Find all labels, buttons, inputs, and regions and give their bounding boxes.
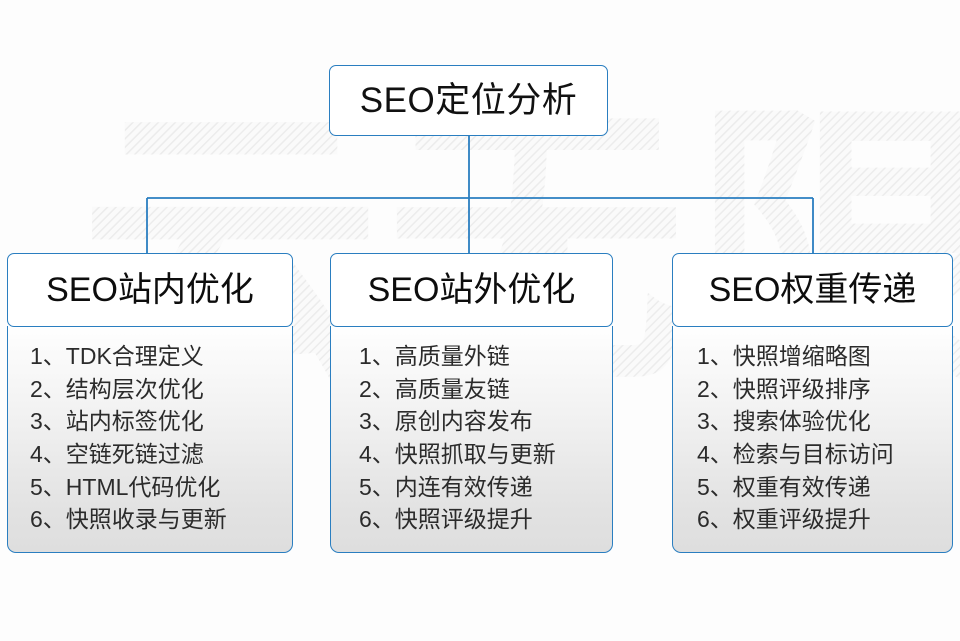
list-item: 1、TDK合理定义 [30,343,204,369]
list-item: 4、快照抓取与更新 [359,440,556,467]
list-item: 5、HTML代码优化 [30,473,221,500]
column-header-label: SEO站外优化 [367,271,576,309]
list-item: 1、高质量外链 [359,343,510,369]
list-item: 4、检索与目标访问 [697,440,894,467]
list-item: 6、快照评级提升 [359,506,533,533]
column-seo-offsite: SEO站外优化 1、高质量外链 2、高质量友链 3、原创内容发布 4、快照抓取与… [330,253,613,553]
list-item: 6、快照收录与更新 [30,506,227,533]
column-header: SEO权重传递 [672,253,953,327]
column-seo-onsite: SEO站内优化 1、TDK合理定义 2、结构层次优化 3、站内标签优化 4、空链… [7,253,293,553]
list-item: 3、原创内容发布 [359,408,533,435]
list-item: 4、空链死链过滤 [30,440,204,467]
list-item: 2、高质量友链 [359,375,510,402]
list-item: 2、结构层次优化 [30,375,204,402]
list-item: 2、快照评级排序 [697,375,871,402]
column-header-label: SEO权重传递 [708,271,917,309]
column-body: 1、高质量外链 2、高质量友链 3、原创内容发布 4、快照抓取与更新 5、内连有… [330,326,613,553]
list-item: 5、内连有效传递 [359,473,533,500]
column-body: 1、快照增缩略图 2、快照评级排序 3、搜索体验优化 4、检索与目标访问 5、权… [672,326,953,553]
list-item: 6、权重评级提升 [697,506,871,533]
column-seo-weight-transfer: SEO权重传递 1、快照增缩略图 2、快照评级排序 3、搜索体验优化 4、检索与… [672,253,953,553]
page-title: SEO定位分析 [359,81,578,120]
column-header: SEO站内优化 [7,253,293,327]
root-title-box: SEO定位分析 [329,65,608,136]
list-item: 1、快照增缩略图 [697,343,871,369]
list-item: 5、权重有效传递 [697,473,871,500]
list-item: 3、搜索体验优化 [697,408,871,435]
column-body: 1、TDK合理定义 2、结构层次优化 3、站内标签优化 4、空链死链过滤 5、H… [7,326,293,553]
list-item: 3、站内标签优化 [30,408,204,435]
column-header: SEO站外优化 [330,253,613,327]
column-header-label: SEO站内优化 [46,271,254,309]
